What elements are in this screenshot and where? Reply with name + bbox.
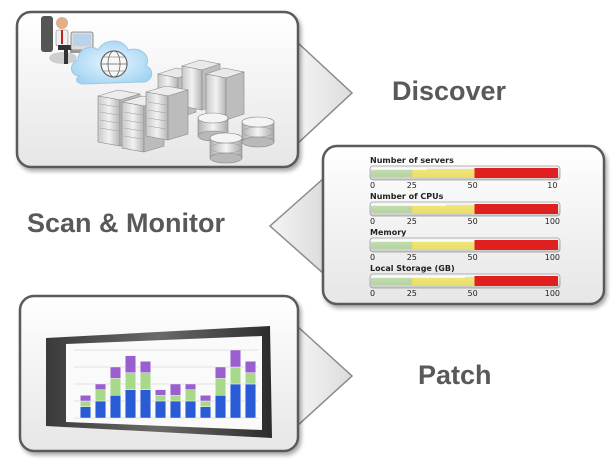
gauge-tick-label: 50 <box>468 217 478 226</box>
gauge-label: Number of CPUs <box>370 192 444 201</box>
gauge-tick-label: 0 <box>370 217 375 226</box>
gauge: Number of servers 0 25 50 10 <box>369 156 561 190</box>
bar-segment <box>215 378 226 396</box>
bar-segment <box>245 383 256 419</box>
scan-panel <box>321 144 606 306</box>
gauge-tick-label: 0 <box>370 289 375 298</box>
gauge-label: Local Storage (GB) <box>370 264 455 273</box>
gauge-zone-yellow <box>411 205 475 213</box>
gauge-tick-label: 0 <box>370 181 375 190</box>
gauge-tick-label: 25 <box>407 181 417 190</box>
gauge-fill-level <box>371 204 446 206</box>
gauge-fill-level <box>371 276 465 278</box>
gauge-tick-label: 100 <box>545 289 560 298</box>
bar-segment <box>95 389 106 402</box>
gauge-zone-green <box>371 169 413 177</box>
bar-segment <box>110 366 121 379</box>
storage-disks-icon <box>197 112 275 164</box>
bar-segment <box>200 406 211 419</box>
chart-bars <box>80 349 256 419</box>
bar-segment <box>80 400 91 407</box>
bar-segment <box>110 395 121 419</box>
bar-segment <box>125 355 136 373</box>
bar-segment <box>95 383 106 390</box>
patch-arrow <box>296 324 354 428</box>
bar-segment <box>140 372 151 390</box>
gauge-tick-label: 50 <box>468 289 478 298</box>
gauge: Memory 0 25 50 100 <box>369 228 561 262</box>
bar-segment <box>140 389 151 419</box>
gauge-zone-red <box>474 204 558 214</box>
bar-segment <box>95 400 106 419</box>
bar-segment <box>245 372 256 385</box>
gauge-tick-label: 25 <box>407 289 417 298</box>
gauge: Number of CPUs 0 25 50 100 <box>369 192 561 226</box>
bar-segment <box>230 383 241 419</box>
network-cloud-icon <box>71 40 153 85</box>
bar-segment <box>185 383 196 390</box>
gauge-tick-label: 25 <box>407 253 417 262</box>
bar-segment <box>185 389 196 402</box>
server-rack-front <box>97 85 189 153</box>
gauge-tick-label: 50 <box>468 181 478 190</box>
step-label-scan-monitor: Scan & Monitor <box>27 208 226 238</box>
gauge-tick-label: 0 <box>370 253 375 262</box>
bar-segment <box>155 400 166 419</box>
bar-segment <box>215 366 226 379</box>
bar-segment <box>170 400 181 419</box>
bar-segment <box>200 400 211 407</box>
gauge-zone-green <box>371 241 413 249</box>
bar-segment <box>80 406 91 419</box>
server-room-icon <box>41 16 275 164</box>
gauge-zone-yellow <box>411 277 475 285</box>
bar-segment <box>230 366 241 385</box>
gauge-tick-label: 50 <box>468 253 478 262</box>
bar-segment <box>155 389 166 396</box>
gauge-tick-label: 100 <box>545 253 560 262</box>
step-label-patch: Patch <box>418 360 492 390</box>
bar-segment <box>80 395 91 402</box>
bar-segment <box>245 361 256 373</box>
bar-chart-icon <box>46 326 272 438</box>
bar-segment <box>155 395 166 402</box>
bar-segment <box>125 372 136 390</box>
gauge-zone-yellow <box>411 241 475 249</box>
person-at-desk-icon <box>41 16 96 64</box>
scan-arrow <box>268 176 325 276</box>
gauge-zone-red <box>474 240 558 250</box>
gauge-zone-yellow <box>411 169 475 177</box>
gauge-zone-green <box>371 205 413 213</box>
gauge-fill-level <box>371 240 475 242</box>
bar-segment <box>110 378 121 396</box>
step-label-discover: Discover <box>392 76 507 106</box>
bar-segment <box>230 349 241 368</box>
bar-segment <box>125 389 136 419</box>
discover-arrow <box>296 40 354 146</box>
gauge-zone-red <box>474 276 558 286</box>
bar-segment <box>215 395 226 419</box>
bar-segment <box>185 400 196 419</box>
gauge-label: Memory <box>370 228 407 237</box>
bar-segment <box>170 395 181 402</box>
gauge-zone-red <box>474 168 558 178</box>
gauge-label: Number of servers <box>370 156 454 165</box>
gauge-tick-label: 10 <box>547 181 557 190</box>
bar-segment <box>170 383 181 396</box>
gauge-fill-level <box>371 168 427 170</box>
gauge-zone-green <box>371 277 413 285</box>
bar-segment <box>140 361 151 373</box>
gauge-tick-label: 100 <box>545 217 560 226</box>
gauge-tick-label: 25 <box>407 217 417 226</box>
gauge: Local Storage (GB) 0 25 50 100 <box>369 264 561 298</box>
bar-segment <box>200 395 211 402</box>
